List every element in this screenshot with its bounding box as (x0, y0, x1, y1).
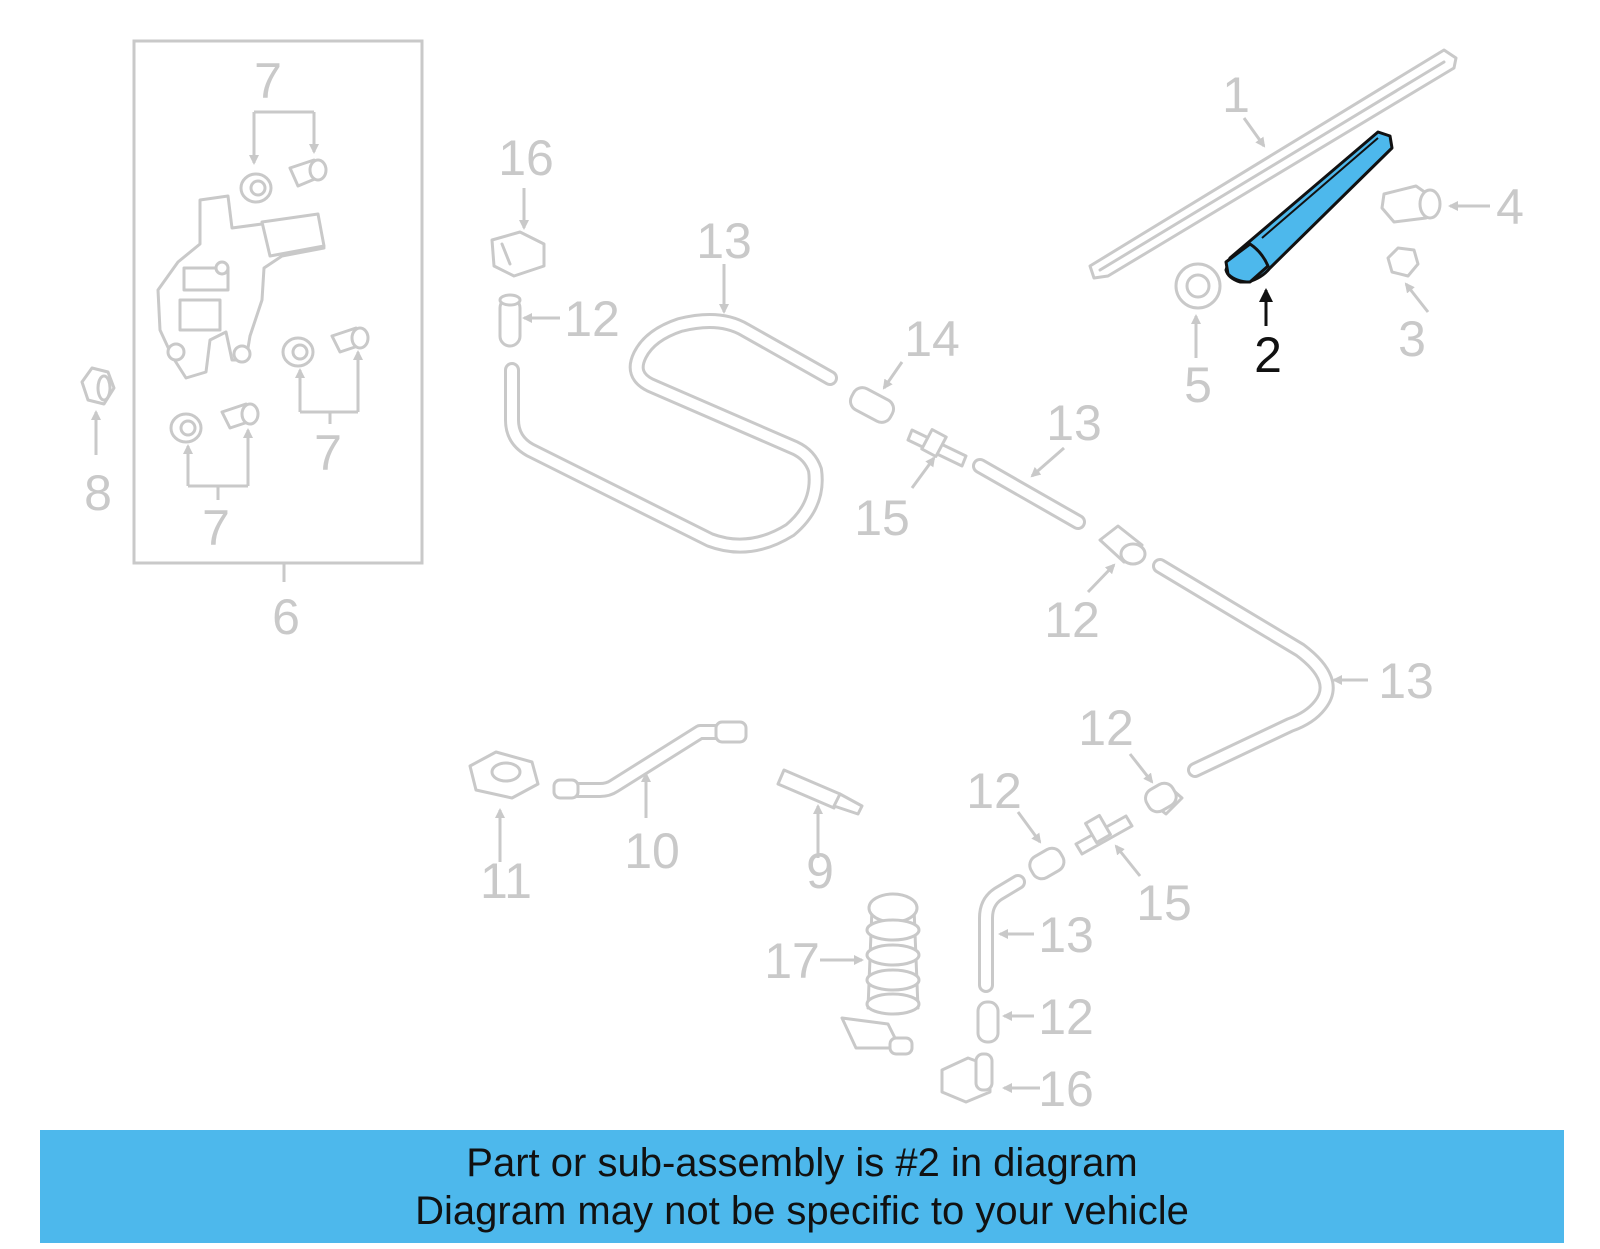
parts-diagram: 7 7 7 6 8 (80, 39, 1524, 1117)
callout-14: 14 (904, 311, 960, 367)
callout-12-b: 12 (1044, 592, 1100, 648)
washer-hoses (504, 313, 1335, 993)
callout-12-d: 12 (966, 763, 1022, 819)
callout-10: 10 (624, 823, 680, 879)
callout-12-e: 12 (1038, 989, 1094, 1045)
callout-12-a: 12 (564, 291, 620, 347)
callout-13-b: 13 (1046, 395, 1102, 451)
callout-15-lower: 15 (1136, 875, 1192, 931)
callout-7-bottom: 7 (202, 500, 230, 556)
callout-3: 3 (1398, 311, 1426, 367)
banner-line-2: Diagram may not be specific to your vehi… (415, 1188, 1189, 1233)
callout-16-bottom: 16 (1038, 1061, 1094, 1117)
callout-15-upper: 15 (854, 490, 910, 546)
part-4-cap: 4 (1380, 179, 1524, 235)
part-10-hose-label: 10 (624, 720, 748, 879)
callout-2: 2 (1254, 327, 1282, 383)
info-banner: Part or sub-assembly is #2 in diagram Di… (40, 1130, 1564, 1243)
sub-assembly-frame (132, 39, 424, 565)
callout-6: 6 (272, 589, 300, 645)
callout-4: 4 (1496, 179, 1524, 235)
part-17-pump: 17 (764, 892, 921, 1056)
wiper-motor-illustration (156, 194, 326, 380)
part-11-nozzle: 11 (468, 750, 580, 909)
part-5-grommet: 5 (1174, 262, 1222, 413)
hose-callouts: 12 13 13 12 13 12 12 13 12 (522, 213, 1434, 1045)
callout-16-top: 16 (498, 130, 554, 186)
part-15-connectors: 15 15 (854, 428, 1192, 931)
part-3-nut: 3 (1386, 246, 1430, 367)
banner-line-1: Part or sub-assembly is #2 in diagram (466, 1140, 1138, 1185)
callout-7-top: 7 (254, 53, 282, 109)
callout-1: 1 (1222, 67, 1250, 123)
callout-17: 17 (764, 933, 820, 989)
grommet-set (169, 158, 370, 444)
callout-5: 5 (1184, 357, 1212, 413)
callout-11: 11 (480, 853, 532, 909)
callout-13-c: 13 (1378, 653, 1434, 709)
motor-assembly-group: 7 7 7 6 (132, 39, 424, 645)
callout-7-right: 7 (314, 425, 342, 481)
callout-13-a: 13 (696, 213, 752, 269)
callout-12-c: 12 (1078, 700, 1134, 756)
part-14-nozzle: 14 (848, 311, 960, 424)
callout-9: 9 (806, 843, 834, 899)
hose-joints (498, 293, 1184, 1044)
part-2-wiper-arm: 2 (1224, 130, 1394, 383)
part-8-nut: 8 (80, 366, 116, 521)
callout-8: 8 (84, 465, 112, 521)
callout-13-d: 13 (1038, 907, 1094, 963)
part-9-connector: 9 (776, 768, 864, 899)
part-16-nozzles: 16 16 (490, 130, 1094, 1117)
part-1-wiper-blade: 1 (1088, 48, 1458, 280)
